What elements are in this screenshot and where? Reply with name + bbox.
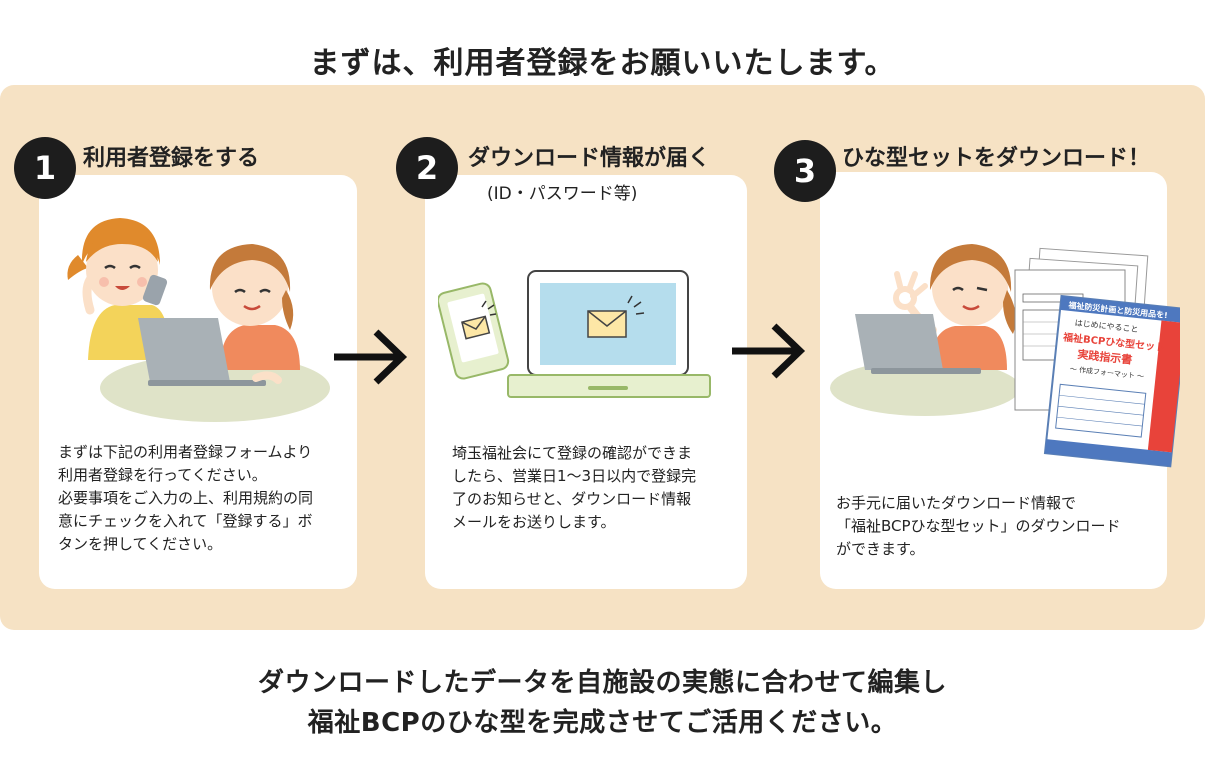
step-3-desc-line: ができます。 — [836, 540, 925, 558]
step-2-title: ダウンロード情報が届く — [468, 146, 711, 171]
footer-line-1: ダウンロードしたデータを自施設の実態に合わせて編集し — [257, 668, 947, 698]
arrow-1-to-2-icon — [330, 322, 410, 392]
step-2-illustration — [438, 265, 713, 400]
step-1-description: まずは下記の利用者登録フォームより 利用者登録を行ってください。 必要事項をご入… — [58, 441, 313, 556]
step-1-desc-line: 意にチェックを入れて「登録する」ボ — [58, 512, 313, 530]
step-2-desc-line: メールをお送りします。 — [452, 513, 616, 531]
step-2-subtitle: (ID・パスワード等) — [487, 184, 638, 204]
step-1-desc-line: タンを押してください。 — [58, 535, 223, 553]
step-1-illustration — [60, 210, 340, 425]
step-2-desc-line: 埼玉福祉会にて登録の確認ができま — [452, 444, 693, 462]
step-3-badge: 3 — [774, 140, 836, 202]
step-1-title: 利用者登録をする — [83, 146, 260, 171]
step-3-desc-line: 「福祉BCPひな型セット」のダウンロード — [836, 517, 1121, 535]
footer-line-2: 福祉BCPのひな型を完成させてご活用ください。 — [307, 708, 898, 738]
page-title: まずは、利用者登録をお願いいたします。 — [309, 46, 896, 81]
step-3-desc-line: お手元に届いたダウンロード情報で — [836, 494, 1077, 512]
step-2-badge: 2 — [396, 137, 458, 199]
step-1-desc-line: 必要事項をご入力の上、利用規約の同 — [58, 489, 314, 507]
step-1-badge: 1 — [14, 137, 76, 199]
step-3-illustration: 福祉防災計画と防災用品を! はじめにやること 福祉BCPひな型セット 実践指示書… — [825, 230, 1180, 470]
step-1-desc-line: まずは下記の利用者登録フォームより — [58, 443, 313, 461]
step-2-description: 埼玉福祉会にて登録の確認ができま したら、営業日1〜3日以内で登録完 了のお知ら… — [452, 442, 696, 534]
step-3-title: ひな型セットをダウンロード！ — [842, 146, 1151, 171]
step-1-desc-line: 利用者登録を行ってください。 — [58, 466, 267, 484]
booklet-line3: 実践指示書 — [1077, 347, 1133, 367]
arrow-2-to-3-icon — [728, 316, 808, 386]
step-2-desc-line: したら、営業日1〜3日以内で登録完 — [452, 467, 697, 485]
step-2-desc-line: 了のお知らせと、ダウンロード情報 — [452, 490, 692, 508]
step-3-description: お手元に届いたダウンロード情報で 「福祉BCPひな型セット」のダウンロード がで… — [836, 492, 1121, 561]
